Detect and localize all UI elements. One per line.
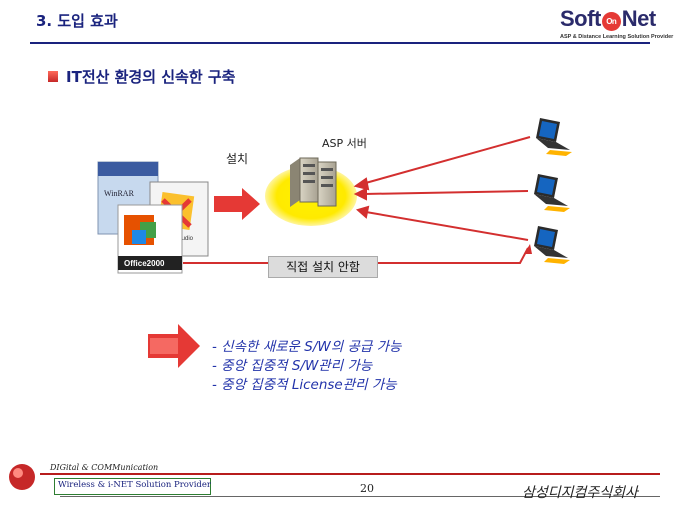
svg-text:Studio: Studio: [176, 236, 194, 242]
company-name: 삼성디지컴주식회사: [522, 485, 638, 501]
install-label: 설치: [226, 152, 249, 166]
svg-text:WinRAR: WinRAR: [104, 189, 135, 198]
asp-server-icon: [290, 157, 337, 207]
laptop-icon-1: [536, 118, 572, 156]
footer-company-tag: DIGital & COMMunication: [50, 463, 159, 472]
benefit-item: - 신속한 새로운 S/W의 공급 가능: [212, 339, 402, 355]
laptop-icon-3: [534, 226, 570, 264]
logo-text: Soft: [560, 6, 601, 31]
logo-text-2: Net: [621, 6, 656, 31]
section-heading: IT전산 환경의 신속한 구축: [66, 68, 236, 86]
footer-emblem-icon: [9, 464, 35, 490]
benefit-item: - 중앙 집중적 License관리 가능: [212, 377, 397, 393]
footer-baseline: [60, 496, 660, 497]
install-arrow-icon: [214, 188, 260, 220]
svg-text:Office2000: Office2000: [124, 259, 165, 268]
logo-tagline: ASP & Distance Learning Solution Provide…: [560, 34, 674, 40]
header-divider: [30, 42, 650, 44]
benefits-list: - 신속한 새로운 S/W의 공급 가능 - 중앙 집중적 S/W관리 가능 -…: [212, 338, 401, 395]
software-boxes-image: WinRAR Studio Office2000: [97, 161, 209, 274]
logo-on-badge: On: [601, 12, 621, 31]
page-title: 3. 도입 효과: [36, 12, 118, 30]
footer-tagline-box: [54, 478, 211, 495]
page-number: 20: [360, 482, 374, 495]
manual-install-box: 직접 설치 안함: [268, 256, 378, 278]
bullet-square-icon: [48, 71, 58, 82]
footer-divider: [40, 473, 660, 475]
server-label: ASP 서버: [322, 137, 367, 150]
benefit-item: - 중앙 집중적 S/W관리 가능: [212, 358, 373, 374]
laptop-icon-2: [534, 174, 570, 212]
footer-tagline: Wireless & i-NET Solution Provider: [58, 480, 211, 490]
